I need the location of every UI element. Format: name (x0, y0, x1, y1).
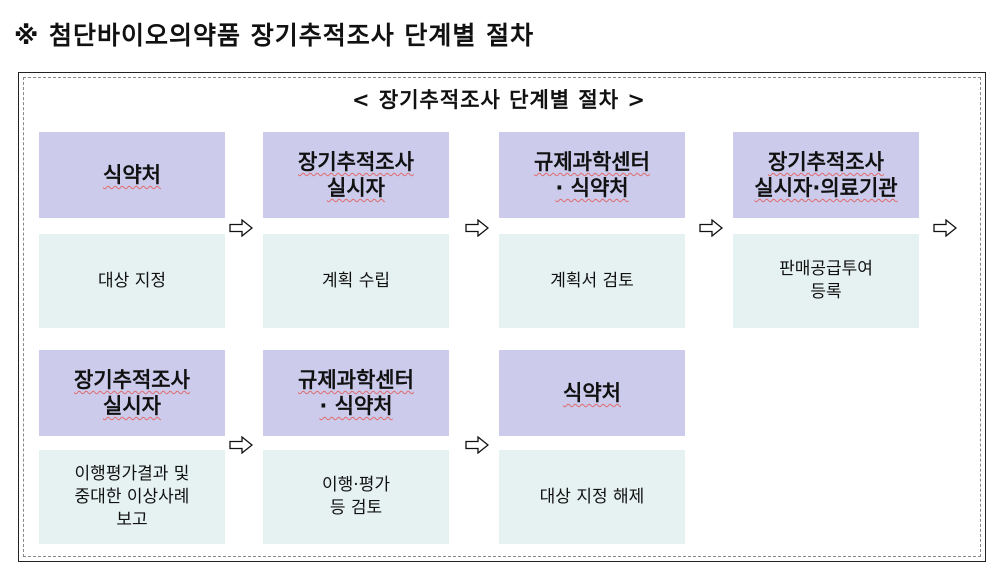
right-outline-arrow-icon (229, 436, 253, 454)
step-5: 장기추적조사 실시자 (39, 350, 225, 436)
step-actor: 식약처 (499, 350, 685, 436)
page-title: ※ 첨단바이오의약품 장기추적조사 단계별 절차 (14, 21, 535, 50)
step-actor: 장기추적조사 실시자·의료기관 (733, 132, 919, 218)
step-actor: 식약처 (39, 132, 225, 218)
right-outline-arrow-icon (465, 436, 489, 454)
step-3-task: 계획서 검토 (499, 234, 685, 328)
right-outline-arrow-icon (229, 219, 253, 237)
step-1: 식약처 (39, 132, 225, 218)
step-2: 장기추적조사 실시자 (263, 132, 449, 218)
step-7: 식약처 (499, 350, 685, 436)
step-4-task: 판매공급투여 등록 (733, 234, 919, 328)
step-6-task: 이행·평가 등 검토 (263, 450, 449, 544)
step-actor: 장기추적조사 실시자 (263, 132, 449, 218)
procedure-frame (18, 72, 986, 562)
step-2-task: 계획 수립 (263, 234, 449, 328)
step-actor: 장기추적조사 실시자 (39, 350, 225, 436)
frame-dashed-border (23, 77, 981, 557)
diagram-subtitle: < 장기추적조사 단계별 절차 > (352, 88, 646, 112)
right-outline-arrow-icon (933, 219, 957, 237)
step-3: 규제과학센터 · 식약처 (499, 132, 685, 218)
right-outline-arrow-icon (699, 219, 723, 237)
step-actor: 규제과학센터 · 식약처 (263, 350, 449, 436)
step-actor: 규제과학센터 · 식약처 (499, 132, 685, 218)
step-4: 장기추적조사 실시자·의료기관 (733, 132, 919, 218)
step-1-task: 대상 지정 (39, 234, 225, 328)
step-6: 규제과학센터 · 식약처 (263, 350, 449, 436)
right-outline-arrow-icon (465, 219, 489, 237)
step-5-task: 이행평가결과 및 중대한 이상사례 보고 (39, 450, 225, 544)
step-7-task: 대상 지정 해제 (499, 450, 685, 544)
